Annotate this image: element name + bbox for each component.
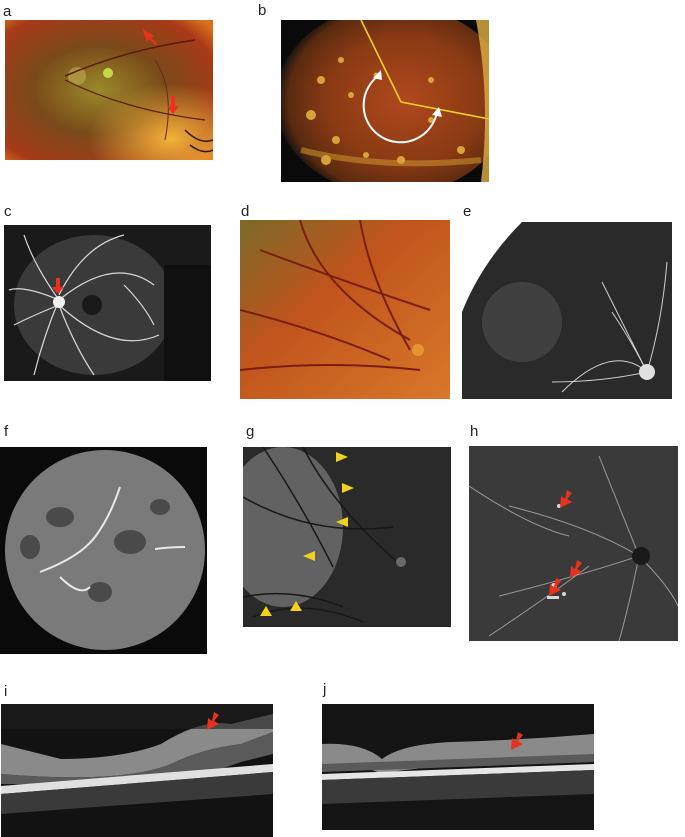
arrowhead-marker-icon <box>342 483 354 493</box>
panel-label-b: b <box>258 2 267 19</box>
arrowhead-marker-icon <box>336 452 348 462</box>
arrowhead-marker-icon <box>303 551 315 561</box>
fundus-image-d <box>240 220 450 399</box>
panel-label-i: i <box>4 683 8 700</box>
panel-label-c: c <box>4 203 12 220</box>
arrowhead-marker-icon <box>290 601 302 611</box>
panel-label-j: j <box>323 681 327 698</box>
panel-label-e: e <box>463 203 472 220</box>
arrow-icon <box>167 96 179 114</box>
arrow-icon <box>52 278 64 294</box>
arrowhead-marker-icon <box>336 517 348 527</box>
arrowhead-marker-icon <box>260 606 272 616</box>
arrow-icon <box>142 28 158 45</box>
panel-label-d: d <box>241 203 250 220</box>
fundus-image-b <box>281 20 489 182</box>
angiogram-image-f <box>0 447 207 654</box>
arrow-icon <box>207 712 219 730</box>
angiogram-image-e <box>462 222 672 399</box>
oct-image-i <box>1 704 273 837</box>
panel-label-h: h <box>470 423 479 440</box>
angiogram-image-h <box>469 446 678 641</box>
arrow-icon <box>511 732 523 750</box>
fundus-image-a <box>5 20 213 160</box>
panel-label-a: a <box>3 3 12 20</box>
arrow-icon <box>560 490 572 508</box>
panel-label-g: g <box>246 423 255 440</box>
arrow-icon <box>549 578 561 596</box>
arrow-icon <box>570 560 582 578</box>
oct-image-j <box>322 704 594 830</box>
panel-label-f: f <box>4 423 9 440</box>
infrared-image-g <box>243 447 451 627</box>
angiogram-image-c <box>4 225 211 381</box>
